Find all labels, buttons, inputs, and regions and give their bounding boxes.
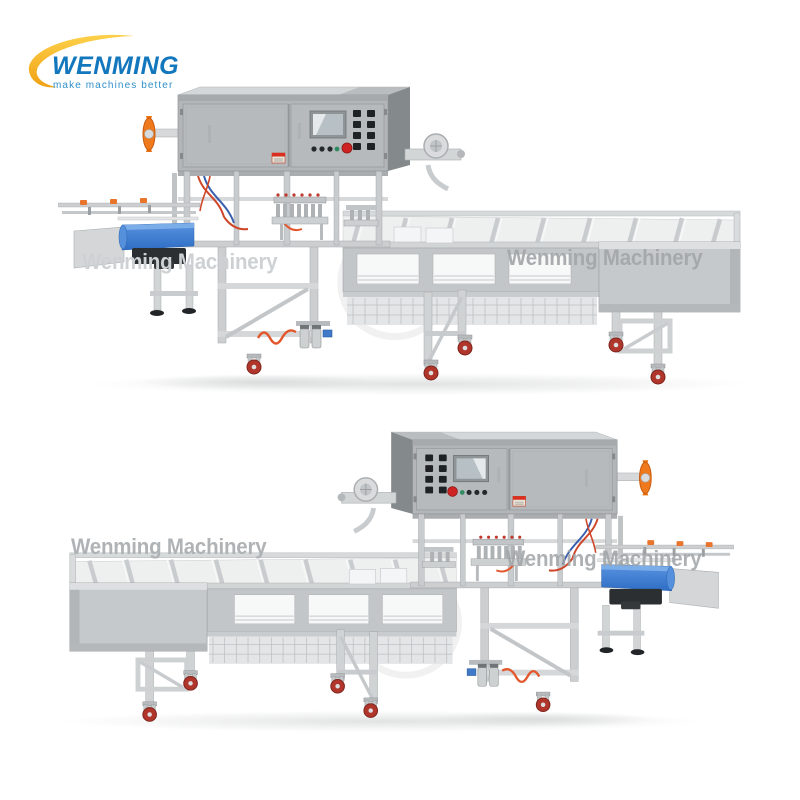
wenming-logo-graphic: WENMING make machines better (28, 34, 179, 91)
machine-photo-top: Wenming Machinery Wenming Machinery (58, 85, 748, 400)
machine-photo-bottom: Wenming Machinery Wenming Machinery (62, 430, 734, 737)
brand-tagline: make machines better (53, 80, 173, 91)
brand-logo: WENMING make machines better (26, 30, 188, 94)
brand-name: WENMING (52, 52, 179, 80)
logo-swoosh-icon (28, 34, 134, 88)
machine-top-art (58, 85, 748, 400)
machine-bottom-art (62, 430, 734, 737)
